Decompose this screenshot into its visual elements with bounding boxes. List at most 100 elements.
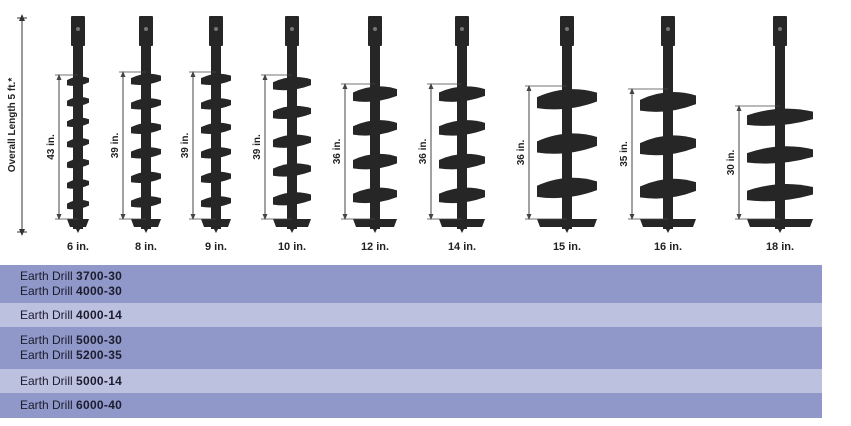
- model-line: Earth Drill 5200-35: [20, 348, 822, 363]
- length-label: 36 in.: [418, 139, 429, 165]
- auger-flight: [201, 171, 231, 183]
- auger-flight: [439, 153, 485, 170]
- auger-pilot-bit: [564, 227, 570, 233]
- auger-9: 30 in. 18 in.: [726, 16, 813, 253]
- auger-flight: [273, 105, 311, 120]
- length-arrow: [427, 83, 462, 220]
- auger-pilot-bit: [289, 227, 295, 233]
- auger-teeth: [67, 219, 89, 227]
- pin-hole: [76, 27, 80, 31]
- auger-flight: [131, 73, 161, 85]
- length-arrow: [735, 105, 780, 220]
- auger-teeth: [131, 219, 161, 227]
- length-label: 39 in.: [110, 133, 121, 159]
- model-line: Earth Drill 3700-30: [20, 269, 822, 284]
- model-prefix: Earth Drill: [20, 333, 77, 347]
- auger-flight: [273, 134, 311, 148]
- auger-flight: [747, 108, 813, 126]
- length-label: 39 in.: [252, 134, 263, 160]
- auger-flight: [201, 122, 231, 134]
- overall-length-arrow: [17, 14, 27, 236]
- model-line: Earth Drill 5000-14: [20, 374, 822, 389]
- auger-flight: [131, 196, 161, 208]
- auger-flight: [201, 98, 231, 110]
- auger-teeth: [439, 219, 485, 227]
- pin-hole: [373, 27, 377, 31]
- auger-pilot-bit: [459, 227, 465, 233]
- auger-flight: [273, 77, 311, 91]
- auger-flight: [131, 171, 161, 183]
- auger-flight: [67, 199, 89, 210]
- auger-pilot-bit: [372, 227, 378, 233]
- auger-flight: [201, 73, 231, 85]
- auger-6: 36 in. 14 in.: [418, 16, 485, 253]
- size-label: 10 in.: [278, 241, 306, 253]
- model-number: 4000-30: [76, 284, 123, 298]
- pin-hole: [214, 27, 218, 31]
- model-row: Earth Drill 4000-14: [0, 303, 822, 327]
- model-prefix: Earth Drill: [20, 348, 77, 362]
- length-arrow: [55, 74, 78, 220]
- auger-2: 39 in. 8 in.: [110, 16, 161, 253]
- model-line: Earth Drill 5000-30: [20, 333, 822, 348]
- auger-teeth: [201, 219, 231, 227]
- auger-flight: [353, 120, 397, 136]
- auger-flight: [439, 86, 485, 102]
- auger-flight: [67, 158, 89, 169]
- auger-flight: [67, 97, 89, 107]
- auger-flight: [131, 147, 161, 159]
- length-label: 43 in.: [46, 134, 57, 160]
- length-label: 30 in.: [726, 150, 737, 176]
- auger-flight: [67, 138, 89, 148]
- size-label: 16 in.: [654, 241, 682, 253]
- model-line: Earth Drill 4000-14: [20, 308, 822, 323]
- auger-teeth: [640, 219, 696, 227]
- auger-flight: [273, 192, 311, 206]
- auger-flight: [353, 153, 397, 170]
- auger-teeth: [273, 219, 311, 227]
- auger-pilot-bit: [213, 227, 219, 233]
- model-number: 5200-35: [76, 348, 123, 362]
- auger-1: 43 in.6 in.: [46, 16, 89, 253]
- auger-flight: [747, 146, 813, 164]
- size-label: 14 in.: [448, 241, 476, 253]
- size-label: 9 in.: [205, 241, 227, 253]
- auger-shaft: [663, 18, 673, 229]
- auger-flight: [353, 187, 397, 204]
- model-number: 6000-40: [76, 398, 123, 412]
- auger-flight: [640, 135, 696, 156]
- length-label: 36 in.: [516, 140, 527, 166]
- length-label: 36 in.: [332, 139, 343, 165]
- model-prefix: Earth Drill: [20, 373, 77, 388]
- length-arrow: [261, 74, 292, 220]
- auger-shaft: [562, 18, 572, 229]
- size-label: 8 in.: [135, 241, 157, 253]
- model-row: Earth Drill 6000-40: [0, 393, 822, 418]
- auger-pilot-bit: [665, 227, 671, 233]
- auger-flight: [537, 133, 597, 154]
- auger-flight: [439, 120, 485, 136]
- length-label: 39 in.: [180, 133, 191, 159]
- auger-pilot-bit: [143, 227, 149, 233]
- size-label: 18 in.: [766, 241, 794, 253]
- auger-4: 39 in. 10 in.: [252, 16, 311, 253]
- auger-flight: [640, 178, 696, 199]
- auger-3: 39 in. 9 in.: [180, 16, 231, 253]
- overall-length-label: Overall Length 5 ft.*: [7, 78, 18, 173]
- model-prefix: Earth Drill: [20, 398, 77, 412]
- pin-hole: [144, 27, 148, 31]
- pin-hole: [565, 27, 569, 31]
- auger-flight: [537, 177, 597, 199]
- pin-hole: [666, 27, 670, 31]
- size-label: 12 in.: [361, 241, 389, 253]
- pin-hole: [290, 27, 294, 31]
- model-row: Earth Drill 5000-14: [0, 369, 822, 393]
- auger-flight: [67, 76, 89, 86]
- model-number: 5000-30: [76, 333, 123, 347]
- length-arrow: [628, 88, 668, 220]
- length-arrow: [341, 83, 375, 220]
- pin-hole: [778, 27, 782, 31]
- model-number: 5000-14: [76, 373, 123, 388]
- model-prefix: Earth Drill: [20, 269, 77, 283]
